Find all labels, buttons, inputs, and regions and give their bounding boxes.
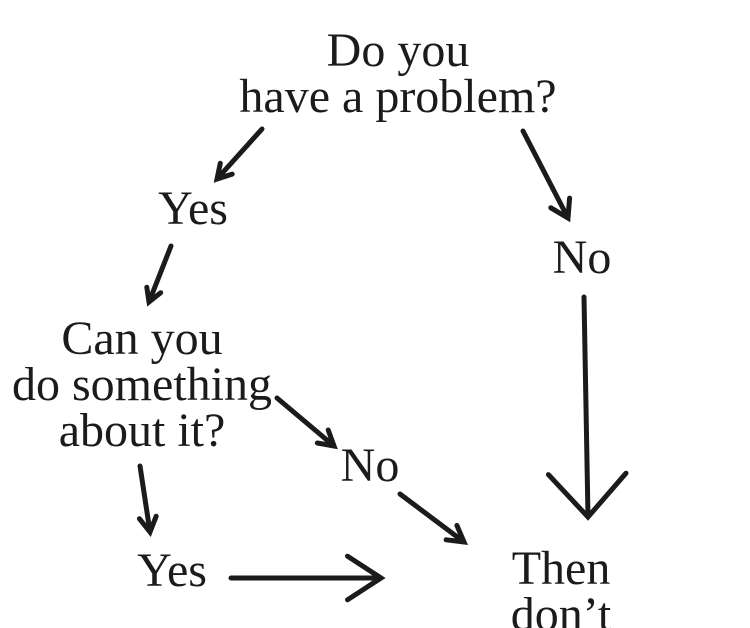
- node-yes-first: Yes: [158, 182, 228, 235]
- arrow-problem-to-yes1: [213, 126, 265, 183]
- arrow-no-right-to-then: [545, 294, 629, 521]
- arrow-canyou-to-yes2: [136, 463, 159, 537]
- node-yes-second: Yes: [137, 544, 207, 597]
- arrow-problem-to-no-right: [520, 128, 573, 223]
- arrow-no-mid-to-then: [397, 491, 469, 546]
- arrow-canyou-to-no-mid: [274, 395, 338, 450]
- node-then-dont-worry: Then don’t worry.: [510, 542, 612, 628]
- node-no-middle: No: [340, 439, 400, 492]
- arrow-yes2-to-then: [228, 553, 386, 603]
- arrow-yes1-to-canyou: [144, 243, 174, 307]
- node-problem-question: Do you have a problem?: [239, 24, 557, 123]
- node-no-right: No: [552, 231, 612, 284]
- node-can-you-question: Can you do something about it?: [12, 312, 272, 457]
